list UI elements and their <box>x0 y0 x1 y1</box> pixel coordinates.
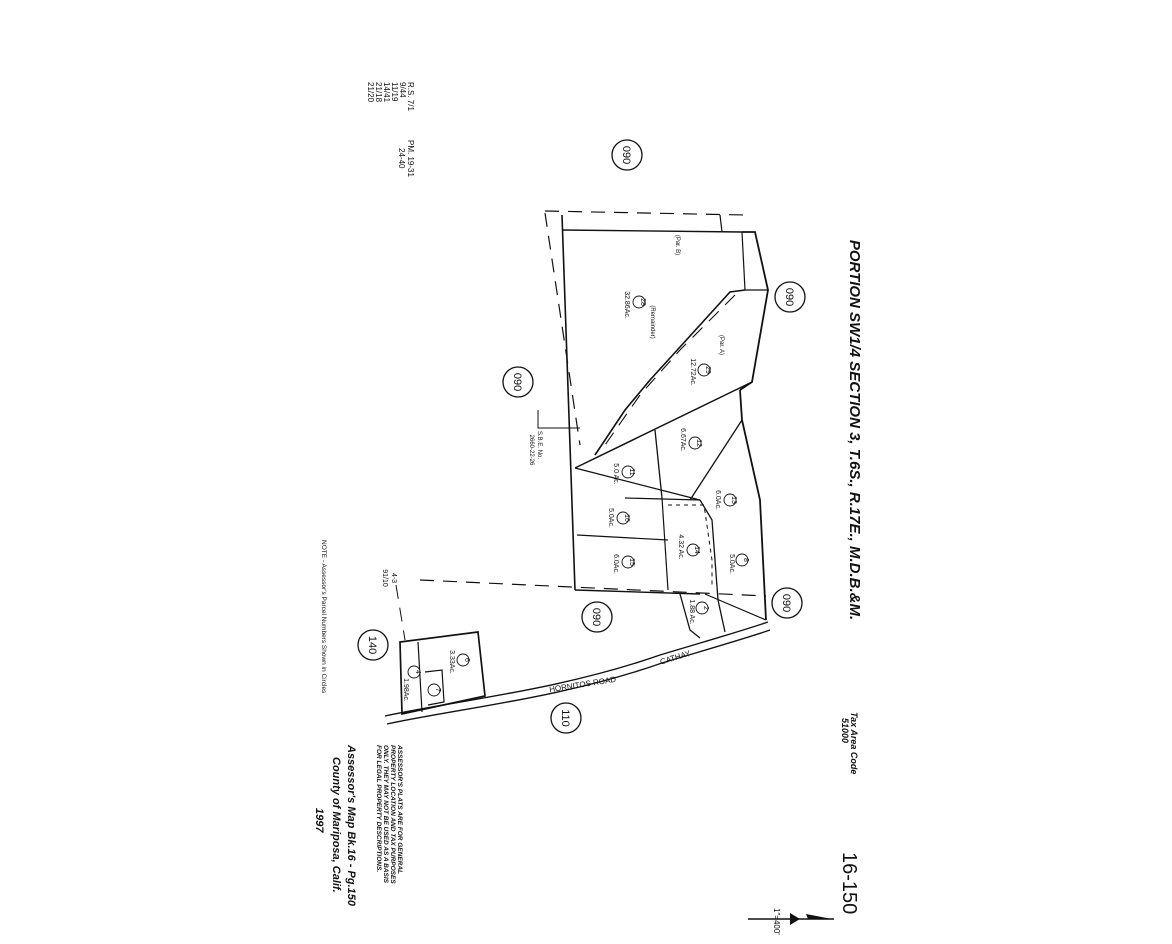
footer: Assessor's Map Bk.16 - Pg.150 County of … <box>313 744 357 907</box>
parcel-7: 7 <box>427 683 441 697</box>
label-ref-b: 91/10 <box>381 569 388 587</box>
parcel-number: 13 <box>730 496 737 504</box>
book-number: 110 <box>559 709 571 727</box>
north-arrow-icon <box>748 913 834 925</box>
lower-parcels <box>399 631 486 716</box>
parcel-area: 6.67Ac. <box>679 428 686 452</box>
parcel-number: 6 <box>463 658 470 662</box>
parcel-11: 11 5.0 Ac. <box>612 463 635 484</box>
parcel-area: 4.32 Ac. <box>677 534 684 559</box>
parcel-area: 32.86Ac. <box>623 291 630 319</box>
pm-ref: 24-40 <box>397 148 406 169</box>
parcel-6: 6 3.33Ac. <box>448 650 470 674</box>
parcel-number: 11 <box>628 468 635 475</box>
label-sbe: S.B.E. No. <box>536 431 542 459</box>
parcel-29: 29 12.72Ac. <box>689 358 711 386</box>
disclaimer-line: ASSESSOR'S PLATS ARE FOR GENERAL <box>396 744 403 874</box>
book-circle: 090 <box>611 139 643 171</box>
survey-ref: 9/44 <box>398 82 407 98</box>
label-sbe-number: 2660-22-26 <box>528 435 534 466</box>
book-number: 090 <box>620 146 632 164</box>
parcel-number: 28 <box>639 298 646 306</box>
parcel-number: 14 <box>693 546 700 554</box>
parcel-28: 28 32.86Ac. <box>623 291 646 319</box>
parcel-4: 4 1.98Ac. <box>402 665 421 702</box>
label-par-b: (Par. B) <box>674 235 680 255</box>
parcel-area: 5.0 Ac. <box>612 463 619 484</box>
road-name-cathay: CATHAY <box>659 649 692 667</box>
parcel-8: 8 5.0Ac. <box>728 553 749 574</box>
parcel-area: 5.0Ac. <box>728 554 735 574</box>
footer-county: County of Mariposa, Calif. <box>330 757 342 893</box>
parcel-area: 5.0Ac. <box>607 508 614 528</box>
parcel-13: 13 6.0Ac. <box>714 490 737 510</box>
parcel-number: 2 <box>702 606 709 610</box>
parcel-number: 29 <box>704 366 711 374</box>
survey-ref: 21/20 <box>366 82 375 103</box>
parcel-number: 7 <box>434 688 441 692</box>
parcel-12: 12 6.67Ac. <box>679 428 702 452</box>
page-number: 16-150 <box>838 852 860 914</box>
survey-ref: R.S. 7/1 <box>406 82 415 111</box>
parcel-number: 16 <box>623 514 630 522</box>
survey-ref: 11/19 <box>390 82 399 102</box>
book-circle: 110 <box>550 702 582 734</box>
book-circle: 090 <box>502 366 534 398</box>
parcel-area: 6.0Ac. <box>714 490 721 510</box>
parcel-map-references: PM. 19-31 24-40 <box>397 140 415 177</box>
pm-ref: PM. 19-31 <box>406 140 415 177</box>
parcel-number: 12 <box>695 439 702 447</box>
disclaimer-line: ONLY. THEY MAY NOT BE USED AS A BASIS <box>382 745 389 884</box>
parcel-number: 8 <box>742 558 749 562</box>
label-remainder: (Remainder) <box>649 305 655 338</box>
parcel-area: 6.0Ac. <box>612 554 619 574</box>
book-number: 090 <box>511 373 523 391</box>
book-number: 090 <box>590 608 602 626</box>
book-number: 090 <box>780 594 792 612</box>
disclaimer-line: FOR LEGAL PROPERTY DESCRIPTIONS. <box>375 745 382 872</box>
footer-map-book: Assessor's Map Bk.16 - Pg.150 <box>345 744 357 907</box>
parcel-area: 1.88 Ac. <box>688 599 695 624</box>
disclaimer-line: PROPERTY LOCATION AND TAX PURPOSES <box>389 745 396 884</box>
tax-area-code: 51000 <box>840 718 850 743</box>
book-number: 140 <box>366 636 378 654</box>
footer-year: 1997 <box>313 808 325 833</box>
parcel-number: 15 <box>628 558 635 566</box>
note: NOTE - Assessor's Parcel Numbers Shown i… <box>320 540 327 694</box>
survey-ref: 14/41 <box>382 82 391 103</box>
book-circle: 140 <box>357 629 389 661</box>
label-ref-a: 4-3 <box>390 573 397 583</box>
book-circle: 090 <box>774 281 806 313</box>
parcel-15: 15 6.0Ac. <box>612 554 635 574</box>
parcel-16: 16 5.0Ac. <box>607 508 630 528</box>
parcel-number: 4 <box>414 670 421 674</box>
map-scale: 1"=400' <box>772 908 781 935</box>
survey-references: R.S. 7/1 9/44 11/19 14/41 21/18 21/20 <box>366 82 415 111</box>
survey-ref: 21/18 <box>374 82 383 103</box>
parcel-area: 1.98Ac. <box>402 678 409 702</box>
parcel-area: 12.72Ac. <box>689 358 696 386</box>
book-circle: 090 <box>581 601 613 633</box>
book-number: 090 <box>783 288 795 306</box>
tax-area-label: Tax Area Code <box>849 712 859 774</box>
parcel-2: 2 1.88 Ac. <box>688 599 709 624</box>
disclaimer: ASSESSOR'S PLATS ARE FOR GENERAL PROPERT… <box>375 744 403 884</box>
parcel-14: 14 4.32 Ac. <box>677 534 700 559</box>
label-par-a: (Par. A) <box>718 335 724 355</box>
book-circle: 090 <box>771 587 803 619</box>
parcel-area: 3.33Ac. <box>448 650 455 674</box>
parcel-boundaries <box>395 210 769 641</box>
map-title: PORTION SW1/4 SECTION 3, T.6S., R.17E., … <box>846 240 863 620</box>
